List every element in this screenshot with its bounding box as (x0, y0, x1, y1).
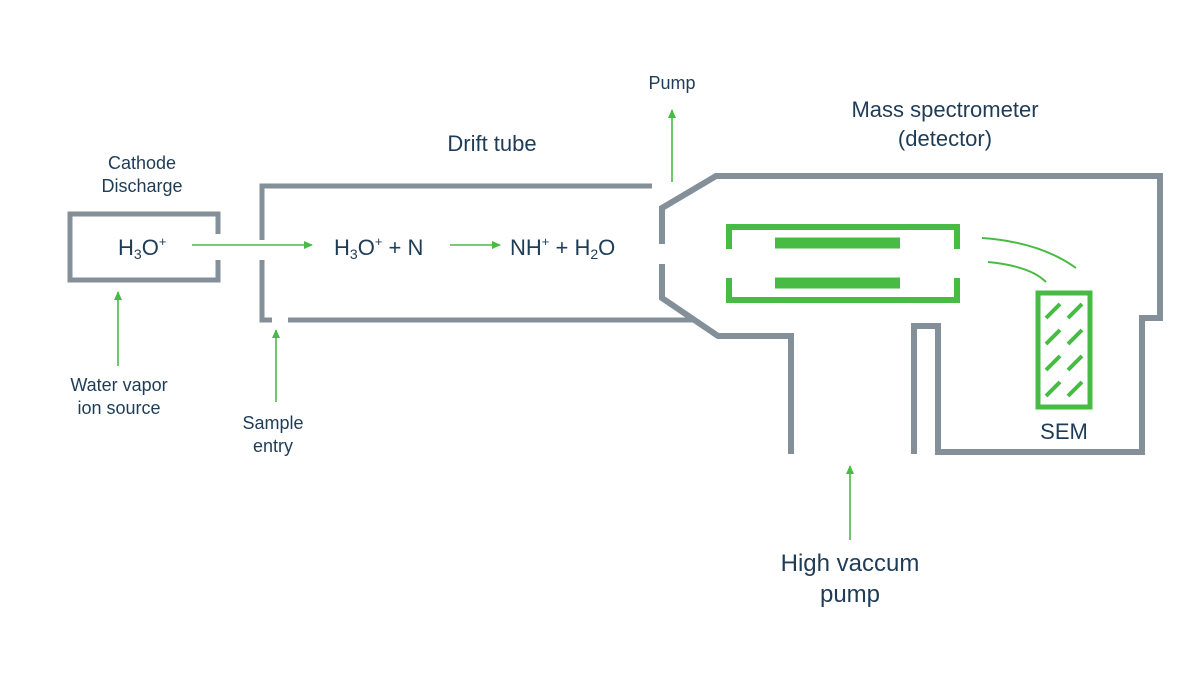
sample-entry-line2: entry (252, 436, 294, 457)
products-formula: NH+ + H2O (510, 235, 615, 261)
flow-arrows (114, 109, 854, 540)
product-charge: + (541, 234, 550, 249)
sample-entry-line1: Sample (242, 413, 304, 433)
source-ion-sub: 3 (133, 246, 142, 262)
source-ion-formula: H3O+ (118, 235, 166, 261)
quadrupole-assembly (726, 224, 960, 303)
source-ion-charge: + (158, 234, 167, 249)
reactant-charge: + (374, 234, 383, 249)
mass-spec-line2: (detector) (897, 125, 993, 151)
drift-tube-label: Drift tube (447, 131, 537, 156)
product-h: + H (549, 235, 591, 260)
water-vapor-line1: Water vapor (70, 375, 168, 395)
cathode-label-line1: Cathode (107, 153, 177, 173)
reactants-formula: H3O+ + N (334, 235, 423, 261)
source-ion-h: H (118, 235, 134, 260)
cathode-chamber (67, 211, 221, 283)
reactant-sub: 3 (349, 246, 358, 262)
mass-spectrometer-housing (659, 173, 1163, 455)
sample-entry-label: Sample entry (218, 412, 328, 459)
sem-detector (1035, 290, 1093, 410)
product-sub: 2 (590, 246, 599, 262)
product-nh: NH (510, 235, 542, 260)
reactant-o: O (357, 235, 375, 260)
high-vacuum-line1: High vaccum (780, 550, 920, 577)
cathode-discharge-label: Cathode Discharge (82, 152, 202, 199)
water-vapor-label: Water vapor ion source (44, 374, 194, 421)
reactant-h: H (334, 235, 350, 260)
water-vapor-line2: ion source (77, 398, 161, 419)
product-o: O (598, 235, 616, 260)
source-ion-o: O (141, 235, 159, 260)
reactant-n: + N (382, 235, 424, 260)
ion-trajectories (981, 237, 1077, 283)
drift-tube-walls (259, 183, 696, 323)
high-vacuum-pump-label: High vaccum pump (740, 548, 960, 610)
pump-label: Pump (648, 73, 696, 93)
mass-spec-line1: Mass spectrometer (851, 97, 1039, 122)
mass-spectrometer-label: Mass spectrometer (detector) (790, 96, 1100, 153)
high-vacuum-line2: pump (819, 581, 881, 609)
cathode-label-line2: Discharge (101, 176, 183, 197)
sem-label: SEM (1040, 419, 1088, 444)
